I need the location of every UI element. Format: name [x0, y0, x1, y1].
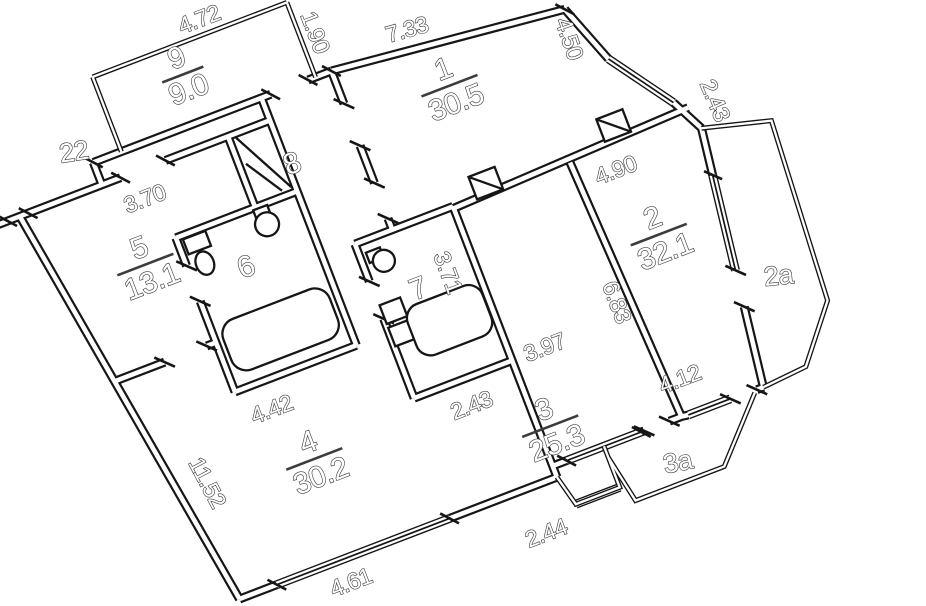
room-8-number: 8	[279, 145, 306, 182]
room-1-number: 1	[430, 51, 457, 88]
shafts-and-flues	[235, 107, 633, 201]
room-4-area: 30.2	[289, 451, 353, 502]
dim-4-42: 4.42	[247, 389, 296, 429]
sink-basin	[371, 248, 397, 273]
section-22-label: 22	[57, 135, 90, 169]
dim-6-83: 6.83	[597, 277, 637, 326]
dim-2-43-bath: 2.43	[447, 385, 496, 425]
dim-4-61: 4.61	[326, 562, 375, 602]
dim-3-71: 3.71	[429, 248, 469, 297]
bathtub	[221, 287, 340, 372]
room-2-number: 2	[639, 200, 666, 237]
washer	[378, 295, 409, 326]
dim-4-90: 4.90	[591, 150, 640, 190]
room-4-number: 4	[295, 424, 322, 461]
bathroom-7-fixtures	[364, 245, 494, 357]
room-9-area: 9.0	[164, 67, 213, 112]
vent-shaft-hatch	[235, 136, 293, 192]
room-1-area: 30.5	[424, 77, 488, 128]
dim-3-97: 3.97	[520, 327, 569, 367]
dim-2-43-corner: 2.43	[695, 76, 736, 126]
balcony-2a-label: 2a	[762, 259, 795, 292]
bathtub	[405, 283, 494, 357]
dim-2-44: 2.44	[522, 513, 572, 553]
toilet-tank	[181, 229, 213, 256]
room-7-number: 7	[405, 271, 432, 308]
room-5-number: 5	[126, 230, 153, 267]
sink-basin	[253, 211, 281, 238]
toilet-bowl	[194, 250, 216, 276]
dim-4-72: 4.72	[174, 0, 223, 39]
dim-1-90: 1.90	[296, 8, 336, 57]
room-9-number: 9	[163, 40, 190, 77]
dim-4-50: 4.50	[550, 14, 589, 63]
room-6-number: 6	[233, 249, 260, 286]
room-5-area: 13.1	[120, 256, 184, 307]
balcony-3a-label: 3a	[661, 444, 697, 479]
dim-3-70: 3.70	[120, 179, 169, 219]
dim-11-52: 11.52	[184, 453, 232, 512]
room-2-area: 32.1	[633, 226, 697, 277]
bathroom-6-fixtures	[181, 203, 340, 372]
